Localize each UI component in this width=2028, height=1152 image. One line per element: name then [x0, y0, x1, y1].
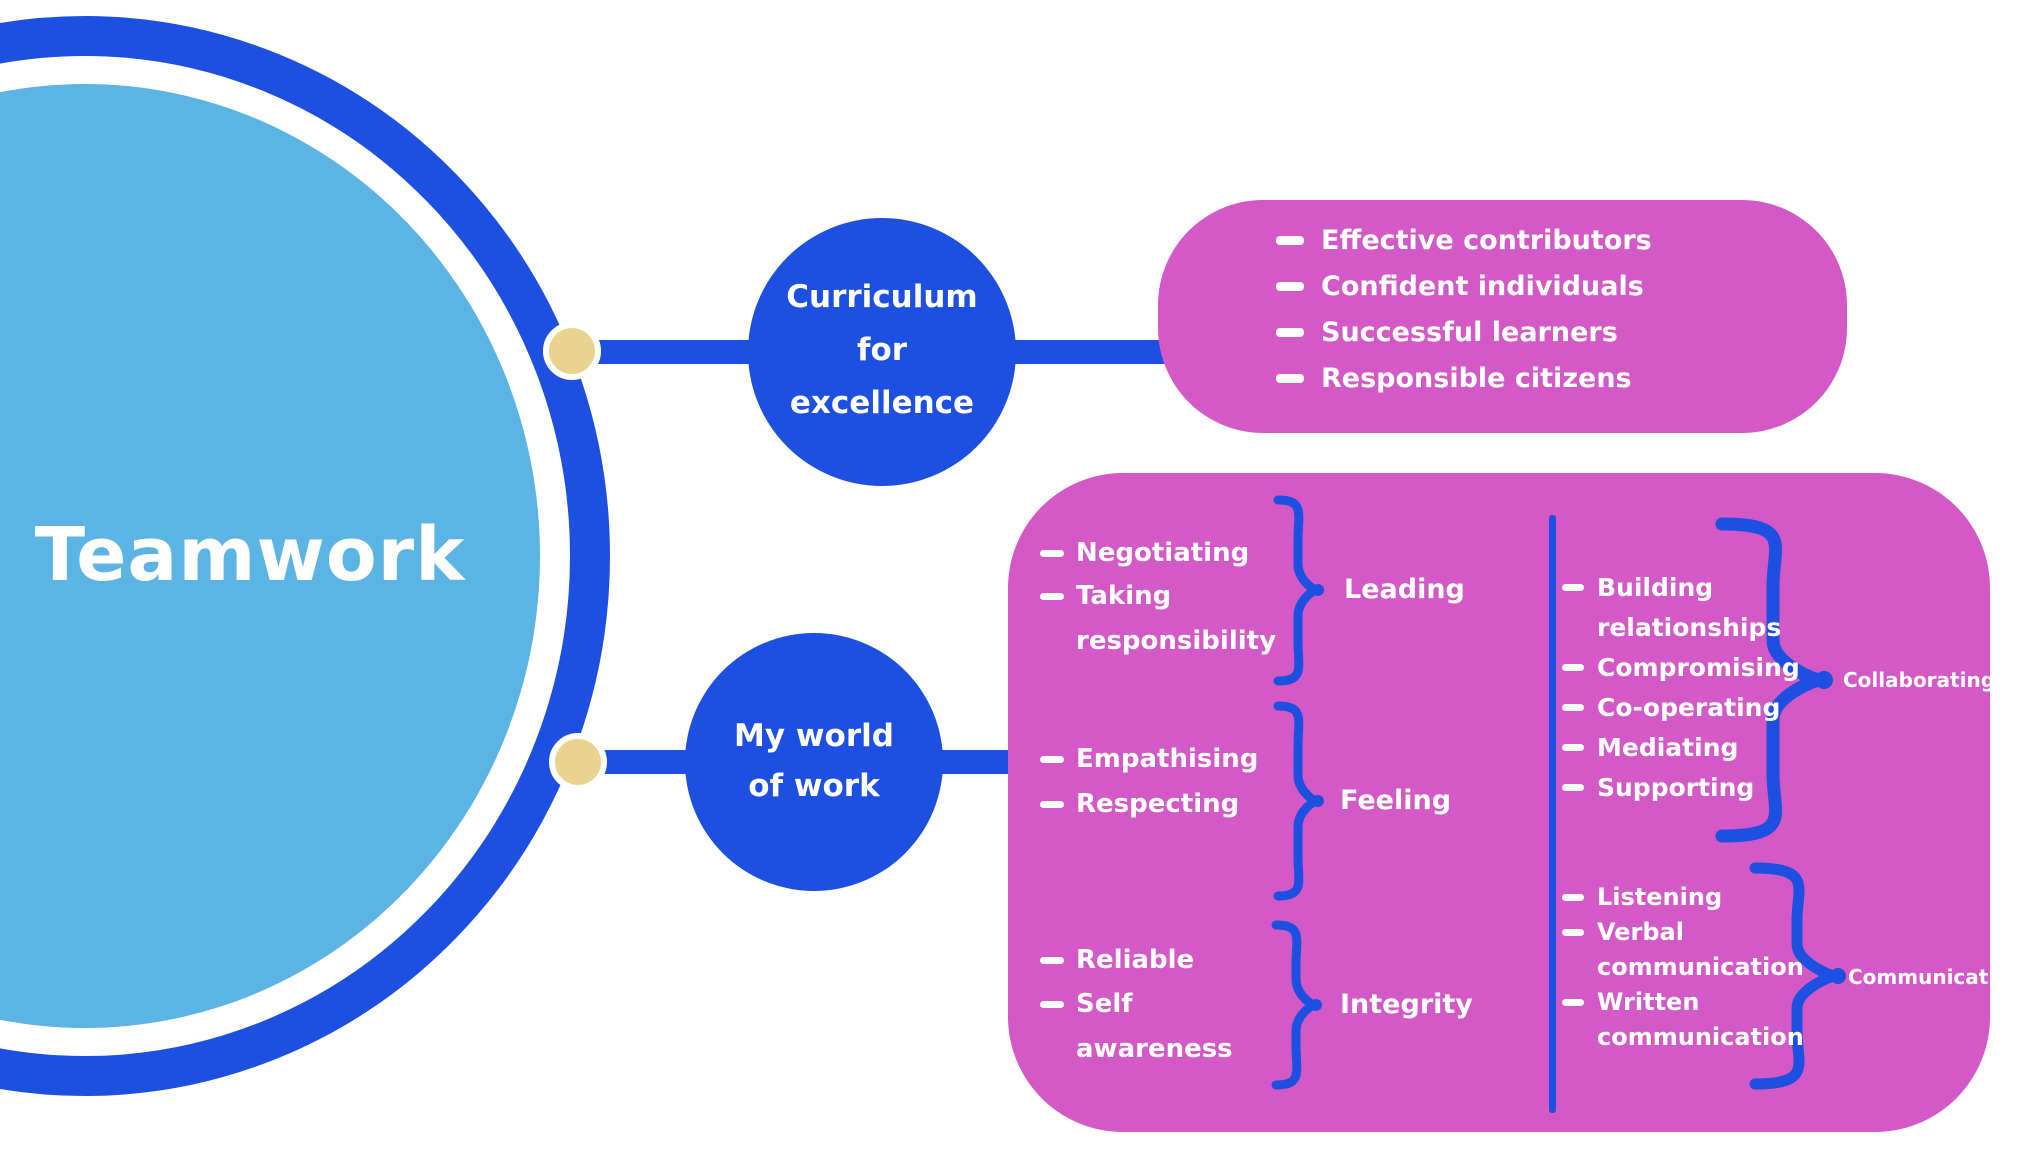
list-item: Supporting	[1562, 768, 1837, 808]
list-item-label: Self awareness	[1076, 989, 1233, 1064]
list-item-label: Verbal communication	[1597, 918, 1804, 981]
list-item-label: Taking responsibility	[1076, 581, 1277, 656]
list-item: Successful learners	[1276, 309, 1652, 355]
brace-communicating-tip	[1830, 968, 1846, 984]
dash-bullet-icon	[1276, 235, 1304, 245]
list-item-label: Respecting	[1076, 789, 1240, 819]
central-topic-circle	[0, 84, 540, 1028]
brace-leading-tip	[1312, 584, 1324, 596]
group-label-leading: Leading	[1344, 574, 1465, 605]
dash-bullet-icon	[1562, 704, 1584, 711]
brace-collaborating-tip	[1815, 671, 1833, 689]
group-label-feeling: Feeling	[1340, 785, 1452, 816]
dash-bullet-icon	[1276, 327, 1304, 337]
list-item: Empathising	[1040, 737, 1300, 782]
dash-bullet-icon	[1040, 1001, 1064, 1008]
dash-bullet-icon	[1040, 593, 1064, 600]
list-item-label: Listening	[1597, 883, 1723, 911]
list-item: Listening	[1562, 880, 1832, 915]
dash-bullet-icon	[1562, 584, 1584, 591]
list-item: Compromising	[1562, 648, 1837, 688]
dash-bullet-icon	[1276, 373, 1304, 383]
list-item: Written communication	[1562, 985, 1828, 1055]
list-item: Reliable	[1040, 938, 1300, 983]
dash-bullet-icon	[1562, 929, 1584, 936]
list-item-label: Supporting	[1597, 773, 1755, 802]
dash-bullet-icon	[1040, 756, 1064, 763]
list-item-label: Successful learners	[1321, 316, 1618, 348]
list-item-label: Effective contributors	[1321, 224, 1652, 256]
brace-feeling-tip	[1312, 795, 1324, 807]
node-my-world-label: My world of work	[734, 718, 894, 804]
list-item-label: Empathising	[1076, 744, 1259, 774]
dash-bullet-icon	[1562, 744, 1584, 751]
list-item: Verbal communication	[1562, 915, 1828, 985]
group-label-communicating: Communicating	[1848, 965, 2024, 989]
list-item-label: Reliable	[1076, 945, 1195, 975]
list-item-label: Responsible citizens	[1321, 362, 1632, 394]
dash-bullet-icon	[1562, 664, 1584, 671]
list-item-label: Mediating	[1597, 733, 1739, 762]
list-item: Mediating	[1562, 728, 1837, 768]
connector-dot-top	[543, 322, 601, 380]
list-item: Self awareness	[1040, 982, 1266, 1072]
central-topic-label: Teamwork	[34, 512, 466, 598]
list-item: Respecting	[1040, 782, 1300, 827]
list-item: Effective contributors	[1276, 217, 1652, 263]
list-item: Building relationships	[1562, 568, 1837, 648]
node-my-world-circle	[685, 633, 943, 891]
panel-divider-line	[1549, 515, 1556, 1113]
dash-bullet-icon	[1276, 281, 1304, 291]
dash-bullet-icon	[1040, 550, 1064, 557]
central-topic-ring	[0, 16, 610, 1096]
list-item: Taking responsibility	[1040, 574, 1312, 664]
curriculum-outcomes-list: Effective contributors Confident individ…	[1276, 217, 1652, 401]
list-item-label: Written communication	[1597, 988, 1804, 1051]
dash-bullet-icon	[1562, 894, 1584, 901]
connector-dot-bottom	[549, 733, 607, 791]
node-curriculum-label: Curriculum for excellence	[786, 279, 978, 421]
work-skills-panel	[1008, 473, 1990, 1132]
list-item-label: Negotiating	[1076, 538, 1250, 568]
list-item: Co-operating	[1562, 688, 1837, 728]
list-item: Negotiating	[1040, 531, 1300, 576]
list-item: Responsible citizens	[1276, 355, 1652, 401]
list-item: Confident individuals	[1276, 263, 1652, 309]
dash-bullet-icon	[1562, 999, 1584, 1006]
curriculum-outcomes-panel	[1158, 200, 1847, 433]
list-item-label: Confident individuals	[1321, 270, 1644, 302]
list-item-label: Co-operating	[1597, 693, 1781, 722]
dash-bullet-icon	[1040, 801, 1064, 808]
dash-bullet-icon	[1562, 784, 1584, 791]
group-label-integrity: Integrity	[1340, 989, 1473, 1020]
list-item-label: Compromising	[1597, 653, 1800, 682]
list-item-label: Building relationships	[1597, 573, 1782, 642]
node-curriculum-circle	[748, 218, 1016, 486]
group-label-collaborating: Collaborating	[1843, 668, 1996, 692]
brace-integrity-tip	[1310, 999, 1322, 1011]
dash-bullet-icon	[1040, 957, 1064, 964]
